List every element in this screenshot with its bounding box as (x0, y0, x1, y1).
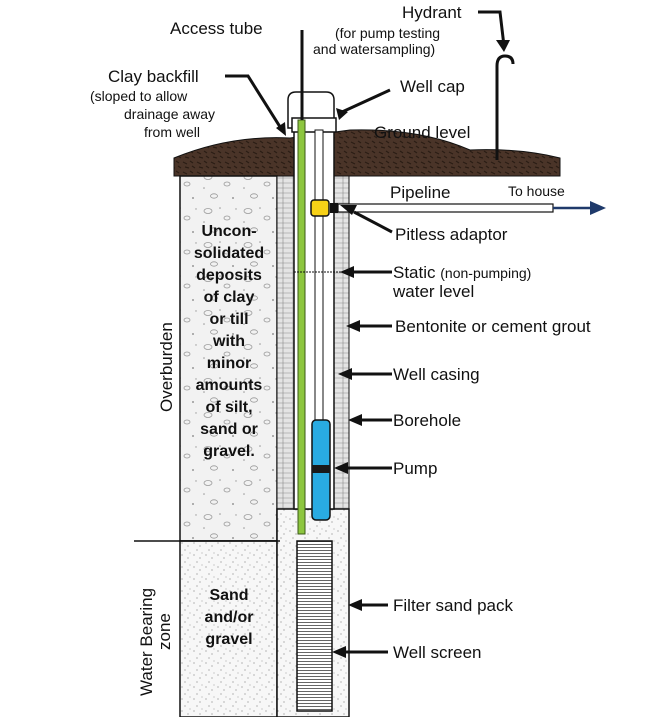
label-hydrant-note-1: (for pump testing (335, 25, 440, 41)
label-clay-backfill-note-2: drainage away (124, 106, 215, 122)
access-tube (297, 119, 306, 535)
deposits-line-11: gravel. (203, 443, 255, 460)
label-to-house: To house (508, 183, 565, 199)
label-bentonite: Bentonite or cement grout (395, 317, 591, 336)
sand-line-2: and/or (205, 609, 254, 626)
label-overburden: Overburden (157, 322, 176, 412)
drop-pipe (314, 129, 324, 421)
label-hydrant-note-2: and watersampling) (313, 41, 435, 57)
deposits-line-1: Uncon- (201, 223, 256, 240)
ground-soil (173, 129, 561, 177)
label-water-bearing-2: zone (155, 613, 174, 650)
deposits-line-2: solidated (194, 245, 264, 262)
label-well-screen: Well screen (393, 643, 482, 662)
water-bearing-layer (179, 540, 278, 717)
deposits-line-4: of clay (204, 289, 255, 306)
label-clay-backfill: Clay backfill (108, 67, 199, 86)
label-pump: Pump (393, 459, 437, 478)
deposits-line-7: minor (207, 355, 251, 372)
deposits-line-5: or till (209, 311, 248, 328)
deposits-line-9: of silt, (205, 399, 252, 416)
deposits-text-block: Uncon- solidated deposits of clay or til… (194, 223, 264, 460)
label-ground-level: Ground level (374, 123, 470, 142)
label-static-note: (non-pumping) (440, 265, 531, 281)
well-screen (296, 540, 333, 712)
label-clay-backfill-note-3: from well (144, 124, 200, 140)
deposits-line-8: amounts (196, 377, 263, 394)
pipeline (337, 203, 554, 213)
label-water-bearing-1: Water Bearing (137, 588, 156, 696)
label-pipeline: Pipeline (390, 183, 451, 202)
label-pitless-adaptor: Pitless adaptor (395, 225, 508, 244)
label-clay-backfill-note-1: (sloped to allow (90, 88, 188, 104)
label-water-level: water level (392, 282, 474, 301)
sand-line-1: Sand (209, 587, 248, 604)
grout-left (276, 175, 295, 510)
label-filter-sand-pack: Filter sand pack (393, 596, 513, 615)
overburden-layer (179, 175, 278, 542)
sand-line-3: gravel (205, 631, 252, 648)
pitless-adaptor-shape (310, 199, 330, 217)
label-well-cap: Well cap (400, 77, 465, 96)
label-borehole: Borehole (393, 411, 461, 430)
deposits-line-3: deposits (196, 267, 262, 284)
label-access-tube: Access tube (170, 19, 263, 38)
deposits-line-10: sand or (200, 421, 258, 438)
label-hydrant: Hydrant (402, 3, 462, 22)
label-static: Static (non-pumping) (393, 263, 531, 282)
sand-text-block: Sand and/or gravel (205, 587, 254, 648)
label-well-casing: Well casing (393, 365, 480, 384)
hydrant-pipe (495, 54, 515, 160)
deposits-line-6: with (212, 333, 245, 350)
